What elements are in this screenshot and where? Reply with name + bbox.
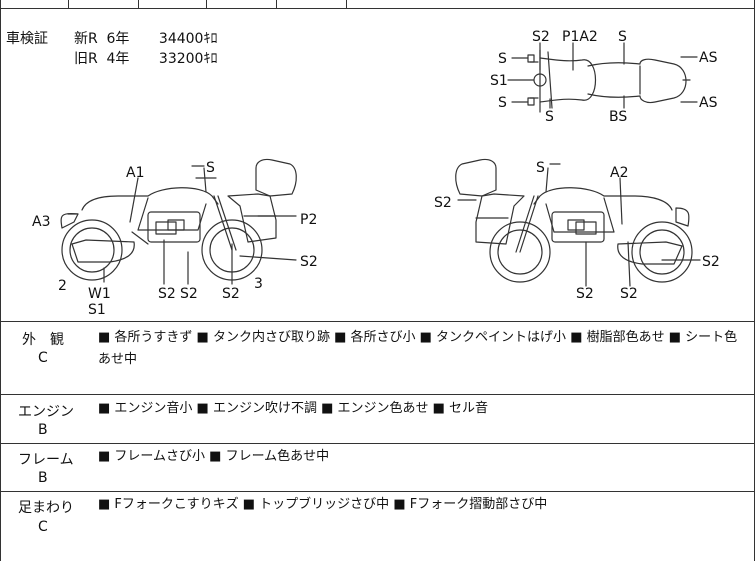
left-bike-labels: A1 S A3 P2 S2 2 W1 S1 S2 S2 S2 3 xyxy=(32,160,318,318)
section-notes-suspension: ■ Fフォークこすりキズ ■ トップブリッジさび中 ■ Fフォーク摺動部さび中 xyxy=(98,497,548,512)
svg-text:P2: P2 xyxy=(300,212,317,228)
right-side-bike-icon xyxy=(455,158,693,283)
svg-text:AS: AS xyxy=(699,50,718,66)
svg-text:S2: S2 xyxy=(702,254,720,270)
section-notes-frame: ■ フレームさび小 ■ フレーム色あせ中 xyxy=(98,449,330,464)
svg-text:S: S xyxy=(498,51,507,67)
svg-text:S: S xyxy=(618,29,627,45)
svg-text:A1: A1 xyxy=(126,165,144,181)
svg-text:A3: A3 xyxy=(32,214,50,230)
section-label-frame: フレーム xyxy=(18,452,74,468)
section-notes-engine: ■ エンジン音小 ■ エンジン吹け不調 ■ エンジン色あせ ■ セル音 xyxy=(98,401,489,416)
svg-text:AS: AS xyxy=(699,95,718,111)
svg-text:2: 2 xyxy=(58,278,67,294)
svg-text:A2: A2 xyxy=(610,165,628,181)
top-view-labels: S2 P1A2 S S S1 S S BS AS AS xyxy=(490,29,718,125)
section-notes-exterior: ■ 各所うすきず ■ タンク内さび取り跡 ■ 各所さび小 ■ タンクペイントはげ… xyxy=(98,330,738,367)
svg-text:S2: S2 xyxy=(620,286,638,302)
svg-text:P1A2: P1A2 xyxy=(562,29,598,45)
inspection-row-old: 旧R 4年 33200ｷﾛ xyxy=(74,51,218,67)
svg-text:S2: S2 xyxy=(300,254,318,270)
svg-text:BS: BS xyxy=(609,109,627,125)
section-grade-suspension: C xyxy=(38,519,48,535)
section-grade-exterior: C xyxy=(38,350,48,366)
svg-text:S: S xyxy=(536,160,545,176)
svg-text:S2: S2 xyxy=(576,286,594,302)
svg-text:S2: S2 xyxy=(532,29,550,45)
svg-text:S1: S1 xyxy=(88,302,106,318)
svg-text:S1: S1 xyxy=(490,73,508,89)
svg-text:S2: S2 xyxy=(158,286,176,302)
svg-text:S2: S2 xyxy=(222,286,240,302)
svg-text:S2: S2 xyxy=(180,286,198,302)
section-grade-frame: B xyxy=(38,470,48,486)
left-side-bike-icon xyxy=(60,158,297,281)
section-label-suspension: 足まわり xyxy=(18,500,74,516)
section-label-engine: エンジン xyxy=(18,404,74,420)
motorcycle-damage-diagram: S2 P1A2 S S S1 S S BS AS AS A1 S A3 P2 S… xyxy=(32,29,720,318)
svg-text:S: S xyxy=(498,95,507,111)
svg-text:3: 3 xyxy=(254,276,263,292)
svg-text:S: S xyxy=(206,160,215,176)
svg-text:S2: S2 xyxy=(434,195,452,211)
top-strip xyxy=(0,0,755,8)
section-label-exterior: 外 観 xyxy=(22,332,64,348)
svg-text:W1: W1 xyxy=(88,286,111,302)
right-bike-labels: S A2 S2 S2 S2 S2 xyxy=(434,160,720,302)
top-view-bike-icon xyxy=(527,49,691,113)
inspection-label: 車検証 xyxy=(6,31,48,47)
section-grade-engine: B xyxy=(38,422,48,438)
inspection-row-new: 新R 6年 34400ｷﾛ xyxy=(74,31,218,47)
svg-text:S: S xyxy=(545,109,554,125)
